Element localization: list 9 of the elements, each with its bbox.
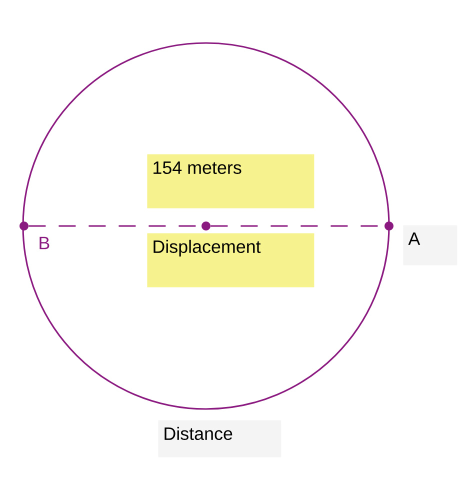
- point-dot: [202, 222, 210, 230]
- text-box: A: [403, 225, 458, 266]
- circle: [22, 42, 390, 410]
- point-dot: [20, 222, 28, 230]
- point-dot: [384, 222, 394, 230]
- text-box: 154 meters: [147, 154, 314, 208]
- text-box: Displacement: [147, 233, 314, 288]
- point-label: B: [40, 236, 50, 250]
- text-box: Distance: [158, 420, 282, 458]
